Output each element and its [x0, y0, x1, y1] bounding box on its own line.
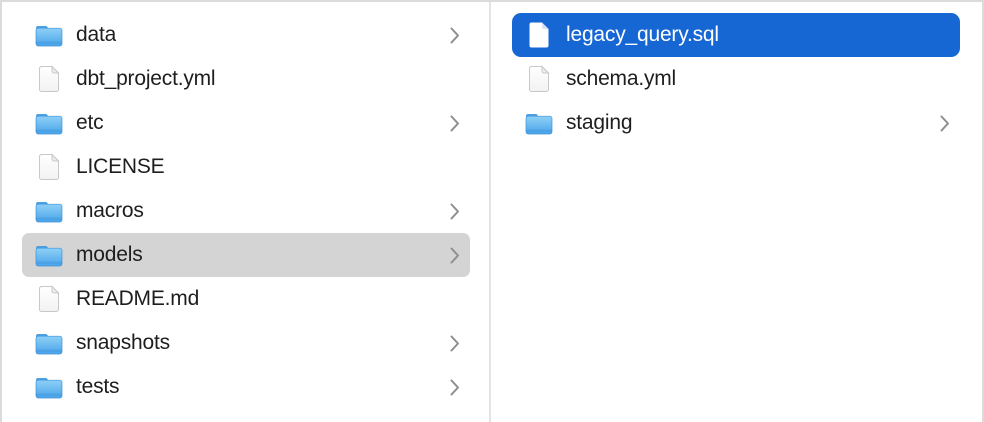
chevron-right-icon	[450, 27, 460, 44]
document-icon	[525, 65, 553, 93]
chevron-right-icon	[450, 247, 460, 264]
item-label: dbt_project.yml	[76, 67, 216, 90]
file-row-legacy_query.sql[interactable]: legacy_query.sql	[512, 13, 960, 57]
chevron-right-icon	[450, 115, 460, 132]
item-label: README.md	[76, 287, 200, 310]
item-label: LICENSE	[76, 155, 165, 178]
chevron-right-icon	[450, 379, 460, 396]
folder-icon	[35, 241, 63, 269]
file-row-LICENSE[interactable]: LICENSE	[22, 145, 470, 189]
item-label: staging	[566, 111, 633, 134]
file-row-dbt_project.yml[interactable]: dbt_project.yml	[22, 57, 470, 101]
item-label: snapshots	[76, 331, 170, 354]
folder-row-staging[interactable]: staging	[512, 101, 960, 145]
item-label: etc	[76, 111, 104, 134]
folder-row-models[interactable]: models	[22, 233, 470, 277]
file-row-schema.yml[interactable]: schema.yml	[512, 57, 960, 101]
chevron-right-icon	[940, 115, 950, 132]
folder-icon	[525, 109, 553, 137]
item-label: macros	[76, 199, 144, 222]
document-icon	[35, 153, 63, 181]
file-browser-column-right: legacy_query.sql schema.yml staging	[493, 2, 982, 422]
folder-row-snapshots[interactable]: snapshots	[22, 321, 470, 365]
item-label: legacy_query.sql	[566, 23, 719, 46]
item-label: tests	[76, 375, 120, 398]
folder-row-macros[interactable]: macros	[22, 189, 470, 233]
document-icon	[35, 65, 63, 93]
folder-icon	[35, 21, 63, 49]
document-icon	[525, 21, 553, 49]
item-label: schema.yml	[566, 67, 677, 90]
folder-icon	[35, 329, 63, 357]
folder-icon	[35, 109, 63, 137]
item-label: models	[76, 243, 143, 266]
folder-icon	[35, 197, 63, 225]
item-label: data	[76, 23, 117, 46]
chevron-right-icon	[450, 335, 460, 352]
document-icon	[35, 285, 63, 313]
folder-row-data[interactable]: data	[22, 13, 470, 57]
folder-row-tests[interactable]: tests	[22, 365, 470, 409]
file-row-README.md[interactable]: README.md	[22, 277, 470, 321]
folder-row-etc[interactable]: etc	[22, 101, 470, 145]
folder-icon	[35, 373, 63, 401]
chevron-right-icon	[450, 203, 460, 220]
